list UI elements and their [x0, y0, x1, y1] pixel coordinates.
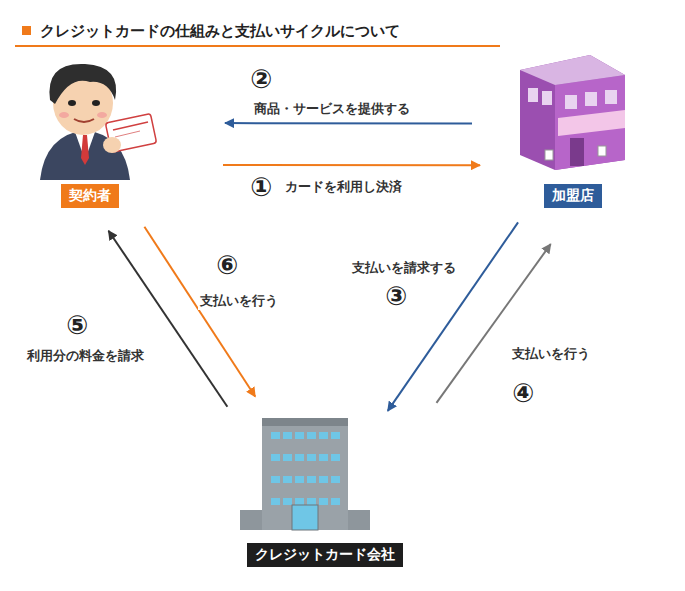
- edge-label: カードを利用し決済: [283, 178, 404, 196]
- edge-label: 支払いを行う: [510, 345, 592, 363]
- shop-illustration: [520, 55, 625, 170]
- diagram-title: クレジットカードの仕組みと支払いサイクルについて: [40, 22, 400, 41]
- actor-node: 契約者: [15, 60, 165, 210]
- callout-number: ④: [512, 380, 534, 406]
- callout-number: ①: [250, 174, 272, 200]
- edge-label: 商品・サービスを提供する: [252, 100, 412, 118]
- edge-label: 支払いを請求する: [350, 259, 458, 277]
- company-illustration: [240, 418, 370, 530]
- edge-label: 支払いを行う: [198, 292, 280, 310]
- callout-number: ②: [250, 66, 272, 92]
- actor-label: クレジットカード会社: [247, 543, 403, 567]
- person-illustration: [40, 64, 157, 180]
- callout-number: ⑥: [216, 252, 238, 278]
- flow-arrow: [108, 231, 227, 407]
- actor-label: 契約者: [61, 184, 119, 208]
- actor-node: 加盟店: [505, 50, 640, 210]
- callout-number: ⑤: [66, 312, 88, 338]
- flow-arrow: [225, 122, 472, 124]
- title-bullet: [22, 26, 31, 35]
- flow-arrow: [223, 164, 480, 166]
- callout-number: ③: [385, 283, 407, 309]
- title-underline: [15, 45, 500, 47]
- flow-arrow: [144, 227, 255, 397]
- edge-label: 利用分の料金を請求: [25, 347, 146, 365]
- actor-label: 加盟店: [544, 184, 602, 208]
- actor-node: クレジットカード会社: [218, 415, 432, 569]
